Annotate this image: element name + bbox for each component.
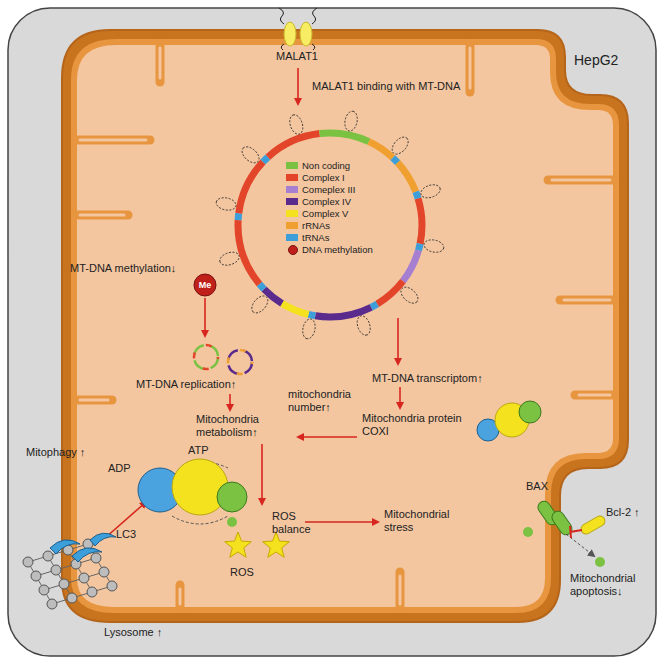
organelle-name: Lysosome ↑ bbox=[104, 626, 162, 639]
protein-name: LC3 bbox=[116, 528, 136, 541]
ros-stars bbox=[225, 532, 290, 557]
mtdna-ring bbox=[215, 110, 445, 340]
process-note: Mitochondrial apoptosis↓ bbox=[570, 572, 650, 598]
legend-text: rRNAs bbox=[302, 220, 330, 231]
legend-row: Complex I bbox=[286, 172, 345, 183]
process-note: MT-DNA transcriptom↑ bbox=[372, 372, 483, 385]
process-note: Mitophagy ↑ bbox=[26, 446, 85, 459]
lc3-crescents bbox=[50, 533, 116, 562]
lysosome-grid bbox=[23, 539, 117, 609]
coxi-complex bbox=[477, 401, 541, 441]
legend-dot bbox=[288, 245, 298, 255]
bax-pores bbox=[523, 499, 605, 567]
process-note: Mitochondrial stress bbox=[384, 508, 456, 534]
legend-text: Complex I bbox=[302, 172, 345, 183]
molecule-name: ATP bbox=[188, 444, 209, 457]
legend-row: DNA methylation bbox=[286, 244, 373, 255]
legend-row: Non coding bbox=[286, 160, 350, 171]
protein-name: MALAT1 bbox=[276, 50, 318, 63]
process-note: mitochondria number↑ bbox=[288, 388, 358, 414]
legend-text: DNA methylation bbox=[302, 244, 373, 255]
legend-swatch bbox=[286, 186, 298, 193]
cell-body bbox=[8, 8, 656, 656]
legend-row: Comeplex III bbox=[286, 184, 355, 195]
legend-swatch bbox=[286, 162, 298, 169]
legend-row: rRNAs bbox=[286, 220, 330, 231]
protein-name: Bcl-2 ↑ bbox=[606, 506, 640, 519]
legend-row: tRNAs bbox=[286, 232, 329, 243]
legend-swatch bbox=[286, 222, 298, 229]
methyl-mark: Me bbox=[199, 279, 212, 292]
legend-swatch bbox=[286, 198, 298, 205]
mitochondrion-outer bbox=[62, 30, 628, 622]
replication-icons bbox=[194, 345, 252, 374]
process-note: MT-DNA replication↑ bbox=[136, 378, 236, 391]
molecule-name: ROS bbox=[230, 566, 254, 579]
legend-row: Complex IV bbox=[286, 196, 351, 207]
cell-name: HepG2 bbox=[574, 54, 618, 67]
legend-text: tRNAs bbox=[302, 232, 329, 243]
methylation-dot bbox=[194, 274, 216, 296]
legend-text: Comeplex III bbox=[302, 184, 355, 195]
process-note: ROS balance bbox=[272, 510, 306, 536]
malat1-channel bbox=[279, 8, 317, 50]
process-note: Mitochondria protein COXI bbox=[362, 412, 468, 438]
bcl2-inhibitor bbox=[570, 514, 607, 538]
process-note: MT-DNA methylation↓ bbox=[70, 262, 176, 275]
legend-text: Complex V bbox=[302, 208, 348, 219]
legend-swatch bbox=[286, 174, 298, 181]
process-note: MALAT1 binding with MT-DNA bbox=[312, 80, 460, 93]
protein-name: BAX bbox=[526, 480, 548, 493]
cristae bbox=[76, 44, 614, 608]
cristae-inner bbox=[80, 48, 610, 604]
cell-region: HepG2 bbox=[8, 8, 656, 656]
legend-text: Complex IV bbox=[302, 196, 351, 207]
molecule-name: ADP bbox=[108, 462, 131, 475]
legend-row: Complex V bbox=[286, 208, 348, 219]
legend-swatch bbox=[286, 234, 298, 241]
legend-text: Non coding bbox=[302, 160, 350, 171]
process-note: Mitochondria metabolism↑ bbox=[196, 413, 290, 439]
mitochondrion-matrix bbox=[74, 42, 616, 610]
atp-synthase bbox=[138, 459, 247, 527]
legend-swatch bbox=[286, 210, 298, 217]
